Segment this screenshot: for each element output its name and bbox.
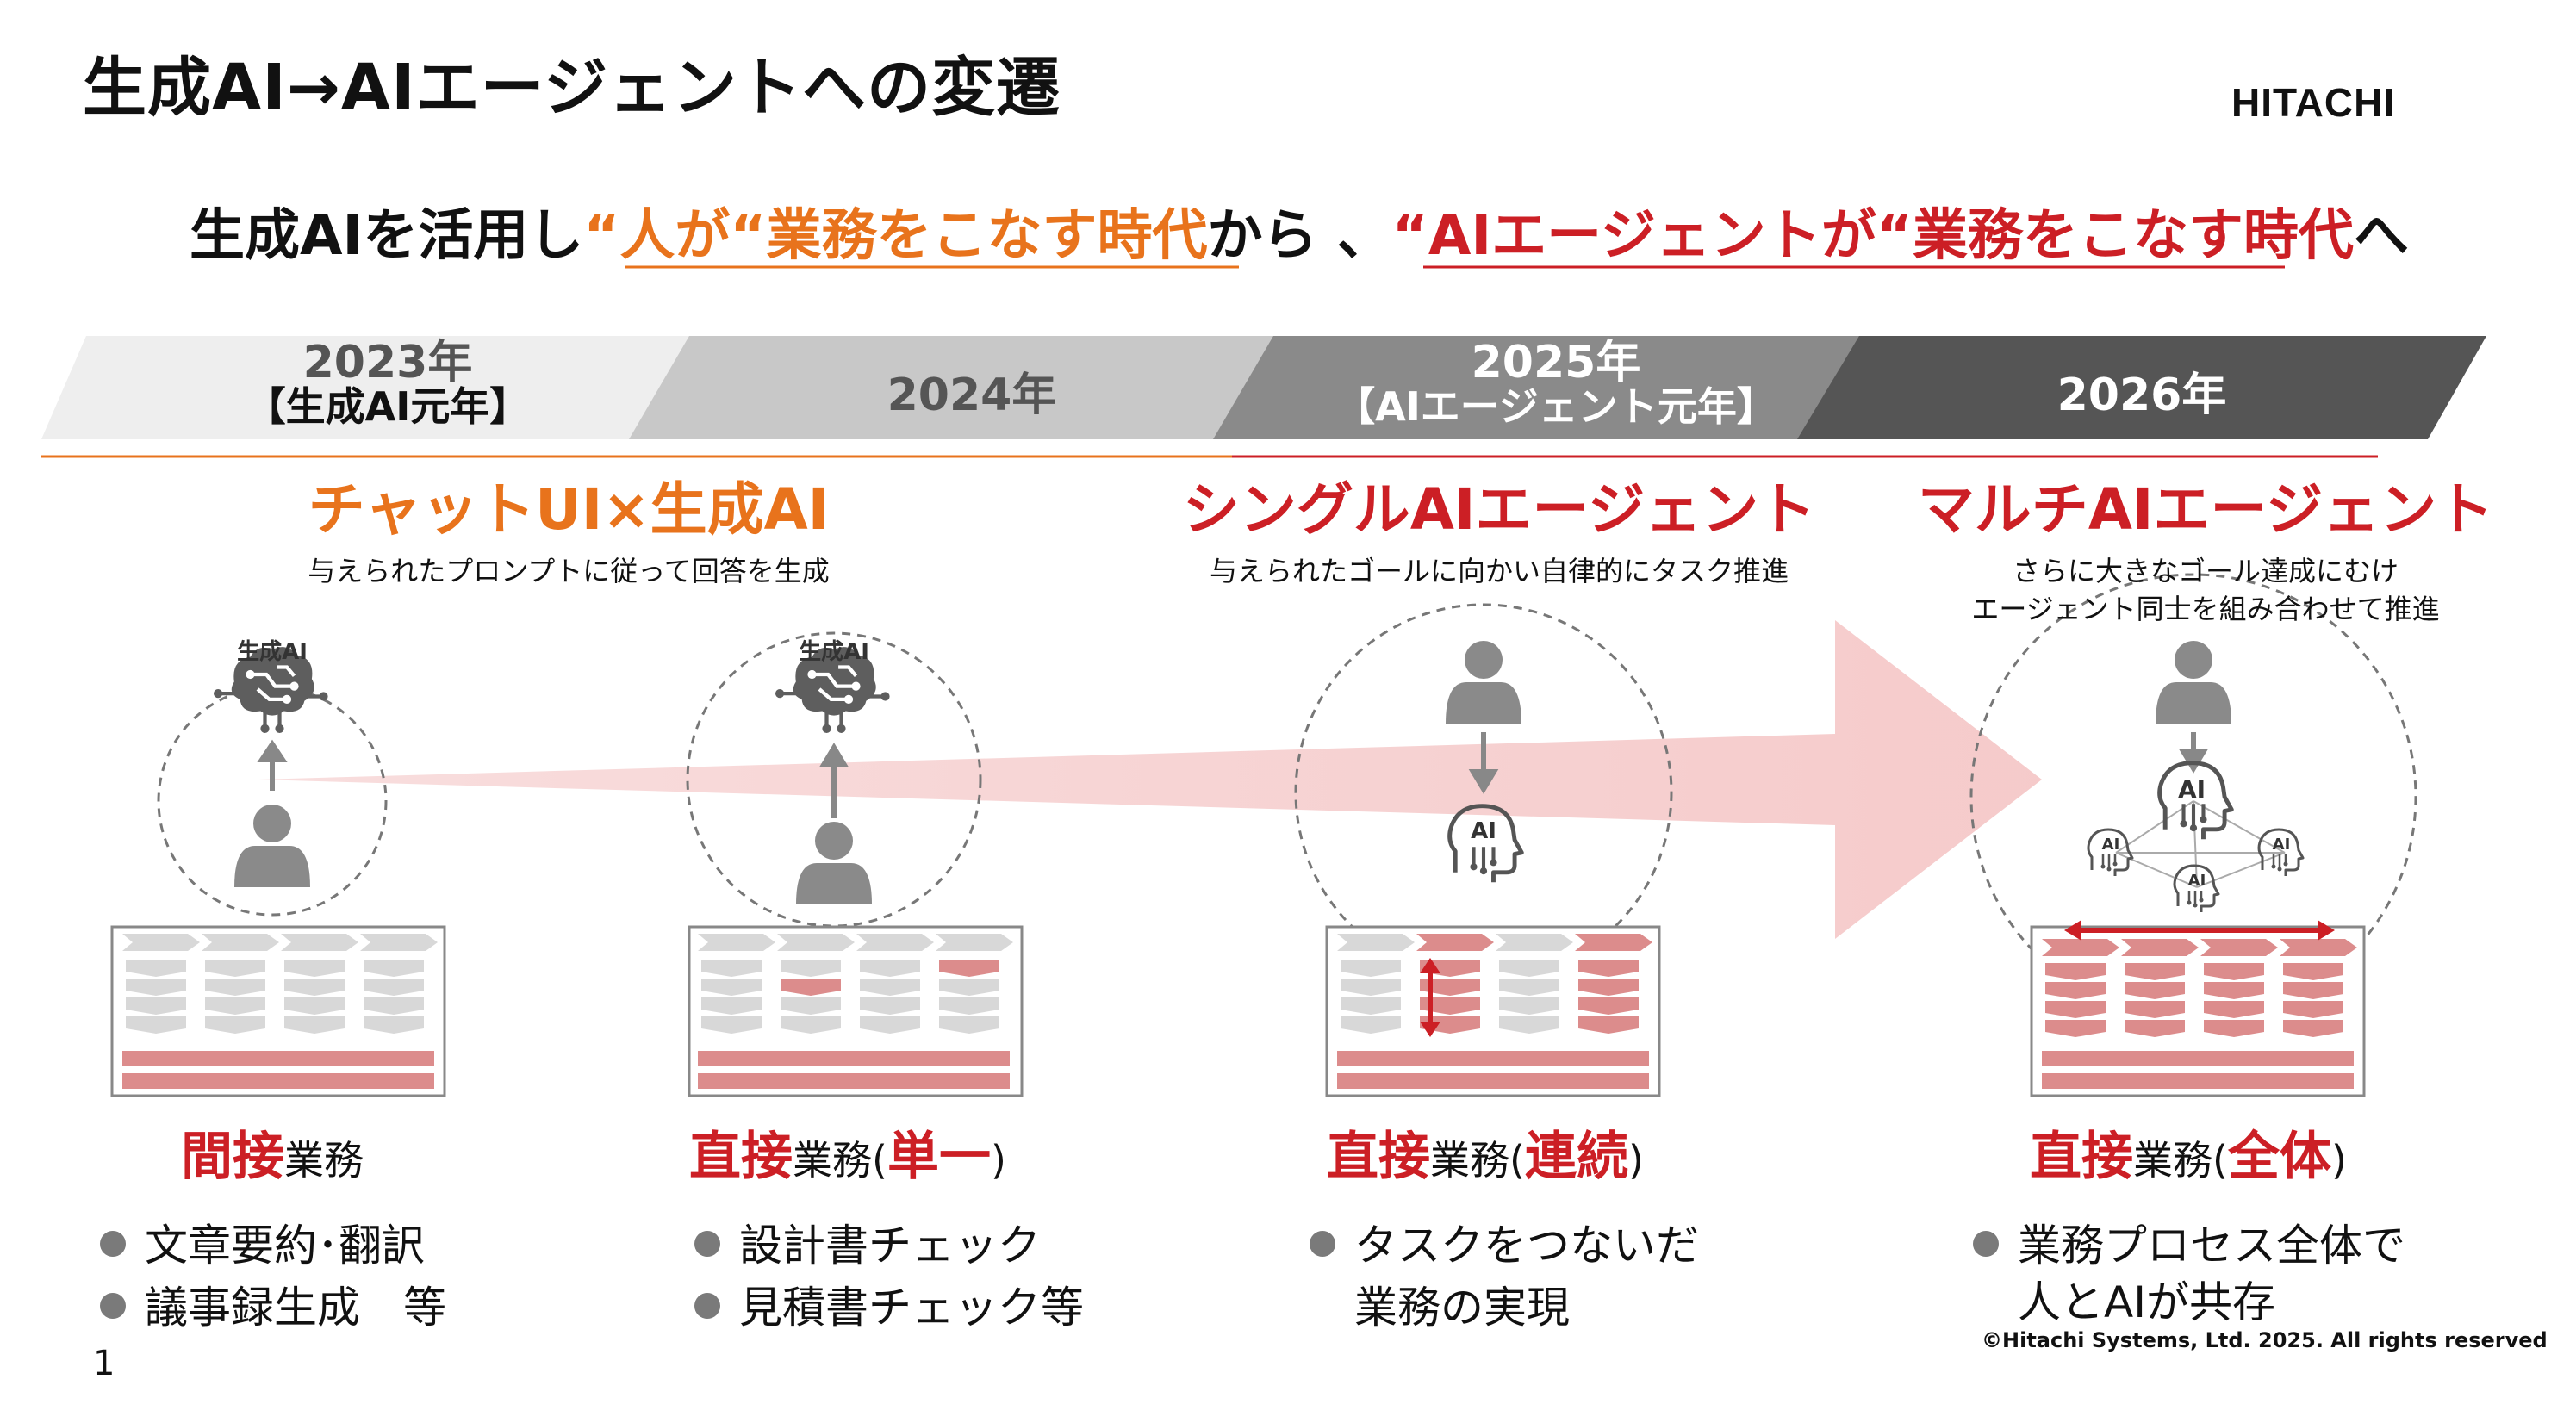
bullet-dot-icon: [694, 1292, 720, 1319]
scope-circle-2: [686, 631, 982, 928]
arrow-down-icon: [1468, 732, 1499, 794]
stage-title-single-agent: シングルAIエージェント: [1182, 476, 1816, 543]
subtitle-prefix: 生成AIを活用し: [190, 204, 584, 268]
subtitle: 生成AIを活用し“人が“業務をこなす時代から 、“AIエージェントが“業務をこな…: [190, 191, 2409, 270]
hitachi-logo: HITACHI: [2231, 80, 2396, 125]
bullet-text: 業務プロセス全体で: [2018, 1221, 2405, 1271]
process-box-4: [2030, 920, 2366, 1097]
biz-label-strong: 直接: [689, 1127, 793, 1187]
subtitle-middle: から 、: [1207, 204, 1392, 268]
page-title: 生成AI→AIエージェントへの変遷: [83, 51, 1061, 125]
biz-label-strong: 間接: [181, 1127, 284, 1187]
copyright: ©Hitachi Systems, Ltd. 2025. All rights …: [1982, 1328, 2548, 1352]
bullet-text: 文章要約･翻訳: [145, 1221, 425, 1271]
arrow-up-icon: [257, 739, 288, 791]
stage-desc-multi-agent-1: さらに大きなゴール達成にむけ: [2012, 555, 2399, 587]
process-box-2: [688, 925, 1024, 1097]
bullet-item: 議事録生成 等: [100, 1273, 446, 1335]
bullet-item: 見積書チェック等: [694, 1273, 1084, 1335]
ai-head-label: AI: [2272, 836, 2291, 854]
stage-desc-chat-genai: 与えられたプロンプトに従って回答を生成: [308, 555, 830, 587]
page-number: 1: [93, 1344, 115, 1383]
bullet-text: 設計書チェック: [739, 1221, 1041, 1271]
biz-label-scope: 単一: [887, 1127, 991, 1187]
biz-label-strong: 直接: [1327, 1127, 1430, 1187]
stage-title-multi-agent: マルチAIエージェント: [1917, 476, 2494, 543]
biz-label-strong: 直接: [2030, 1127, 2133, 1187]
person-icon: [2156, 641, 2231, 724]
genai-label: 生成AI: [799, 639, 869, 665]
ai-head-icon: [1450, 806, 1522, 883]
bullet-text-continued: 人とAIが共存: [2018, 1277, 2275, 1327]
bullet-text: 見積書チェック等: [739, 1283, 1084, 1333]
process-box-3: [1325, 925, 1661, 1097]
bullet-text: 議事録生成 等: [145, 1283, 446, 1333]
ai-head-label: AI: [2177, 775, 2206, 804]
timeline-2026: [1797, 336, 2486, 439]
subtitle-phrase-agent: “AIエージェントが“業務をこなす時代: [1391, 204, 2354, 268]
bullet-dot-icon: [1973, 1230, 1999, 1257]
timeline-year-2025: 2025年: [1471, 337, 1641, 388]
bullet-text: タスクをつないだ: [1354, 1221, 1699, 1271]
person-icon: [1446, 641, 1521, 724]
biz-label-scope: 全体: [2227, 1127, 2331, 1187]
genai-label: 生成AI: [237, 639, 308, 665]
ai-head-label: AI: [1471, 818, 1496, 844]
bullet-text-continued: 業務の実現: [1354, 1283, 1570, 1333]
biz-label-close: ): [2330, 1137, 2347, 1184]
timeline-year-2026: 2026年: [2056, 370, 2227, 421]
biz-label-close: ): [990, 1137, 1006, 1184]
bullet-dot-icon: [100, 1292, 126, 1319]
ai-head-label: AI: [2101, 836, 2120, 854]
timeline-2025: [1213, 336, 1901, 439]
timeline-tag-2025: 【AIエージェント元年】: [1335, 383, 1776, 430]
biz-label-rest: 業務(: [793, 1137, 887, 1184]
biz-label-direct-serial: 直接業務(連続): [1327, 1115, 1644, 1190]
bullet-dot-icon: [1310, 1230, 1335, 1257]
progress-arrow: [258, 620, 2042, 939]
timeline-tag-2023: 【生成AI元年】: [246, 383, 530, 430]
bullet-item: 設計書チェック: [694, 1211, 1041, 1273]
biz-label-close: ): [1627, 1137, 1644, 1184]
biz-label-indirect: 間接業務: [181, 1115, 364, 1190]
bullet-item: タスクをつないだ: [1310, 1211, 1699, 1273]
biz-label-direct-single: 直接業務(単一): [689, 1115, 1006, 1190]
stage-desc-multi-agent-2: エージェント同士を組み合わせて推進: [1971, 593, 2440, 625]
subtitle-suffix: へ: [2353, 204, 2409, 268]
biz-label-scope: 連続: [1524, 1127, 1628, 1187]
biz-label-rest: 業務: [284, 1137, 364, 1184]
arrow-down-icon: [2178, 732, 2209, 774]
timeline-2024: [629, 336, 1315, 439]
bullet-dot-icon: [100, 1230, 126, 1257]
subtitle-phrase-human: “人が“業務をこなす時代: [583, 204, 1208, 268]
person-icon: [796, 822, 872, 904]
biz-label-rest: 業務(: [2133, 1137, 2228, 1184]
arrow-up-icon: [818, 743, 849, 818]
person-icon: [234, 805, 310, 887]
bullet-dot-icon: [694, 1230, 720, 1257]
stage-desc-single-agent: 与えられたゴールに向かい自律的にタスク推進: [1209, 555, 1789, 587]
biz-label-direct-whole: 直接業務(全体): [2030, 1115, 2347, 1190]
biz-label-rest: 業務(: [1430, 1137, 1525, 1184]
bullet-item: 文章要約･翻訳: [100, 1211, 425, 1273]
bullet-item: 業務プロセス全体で: [1973, 1211, 2405, 1273]
timeline-year-2024: 2024年: [887, 370, 1057, 421]
stage-title-chat-genai: チャットUI×生成AI: [308, 476, 830, 543]
timeline-year-2023: 2023年: [302, 337, 473, 388]
timeline-2023: [41, 336, 731, 439]
ai-head-label: AI: [2187, 872, 2206, 890]
process-box-1: [110, 925, 446, 1097]
